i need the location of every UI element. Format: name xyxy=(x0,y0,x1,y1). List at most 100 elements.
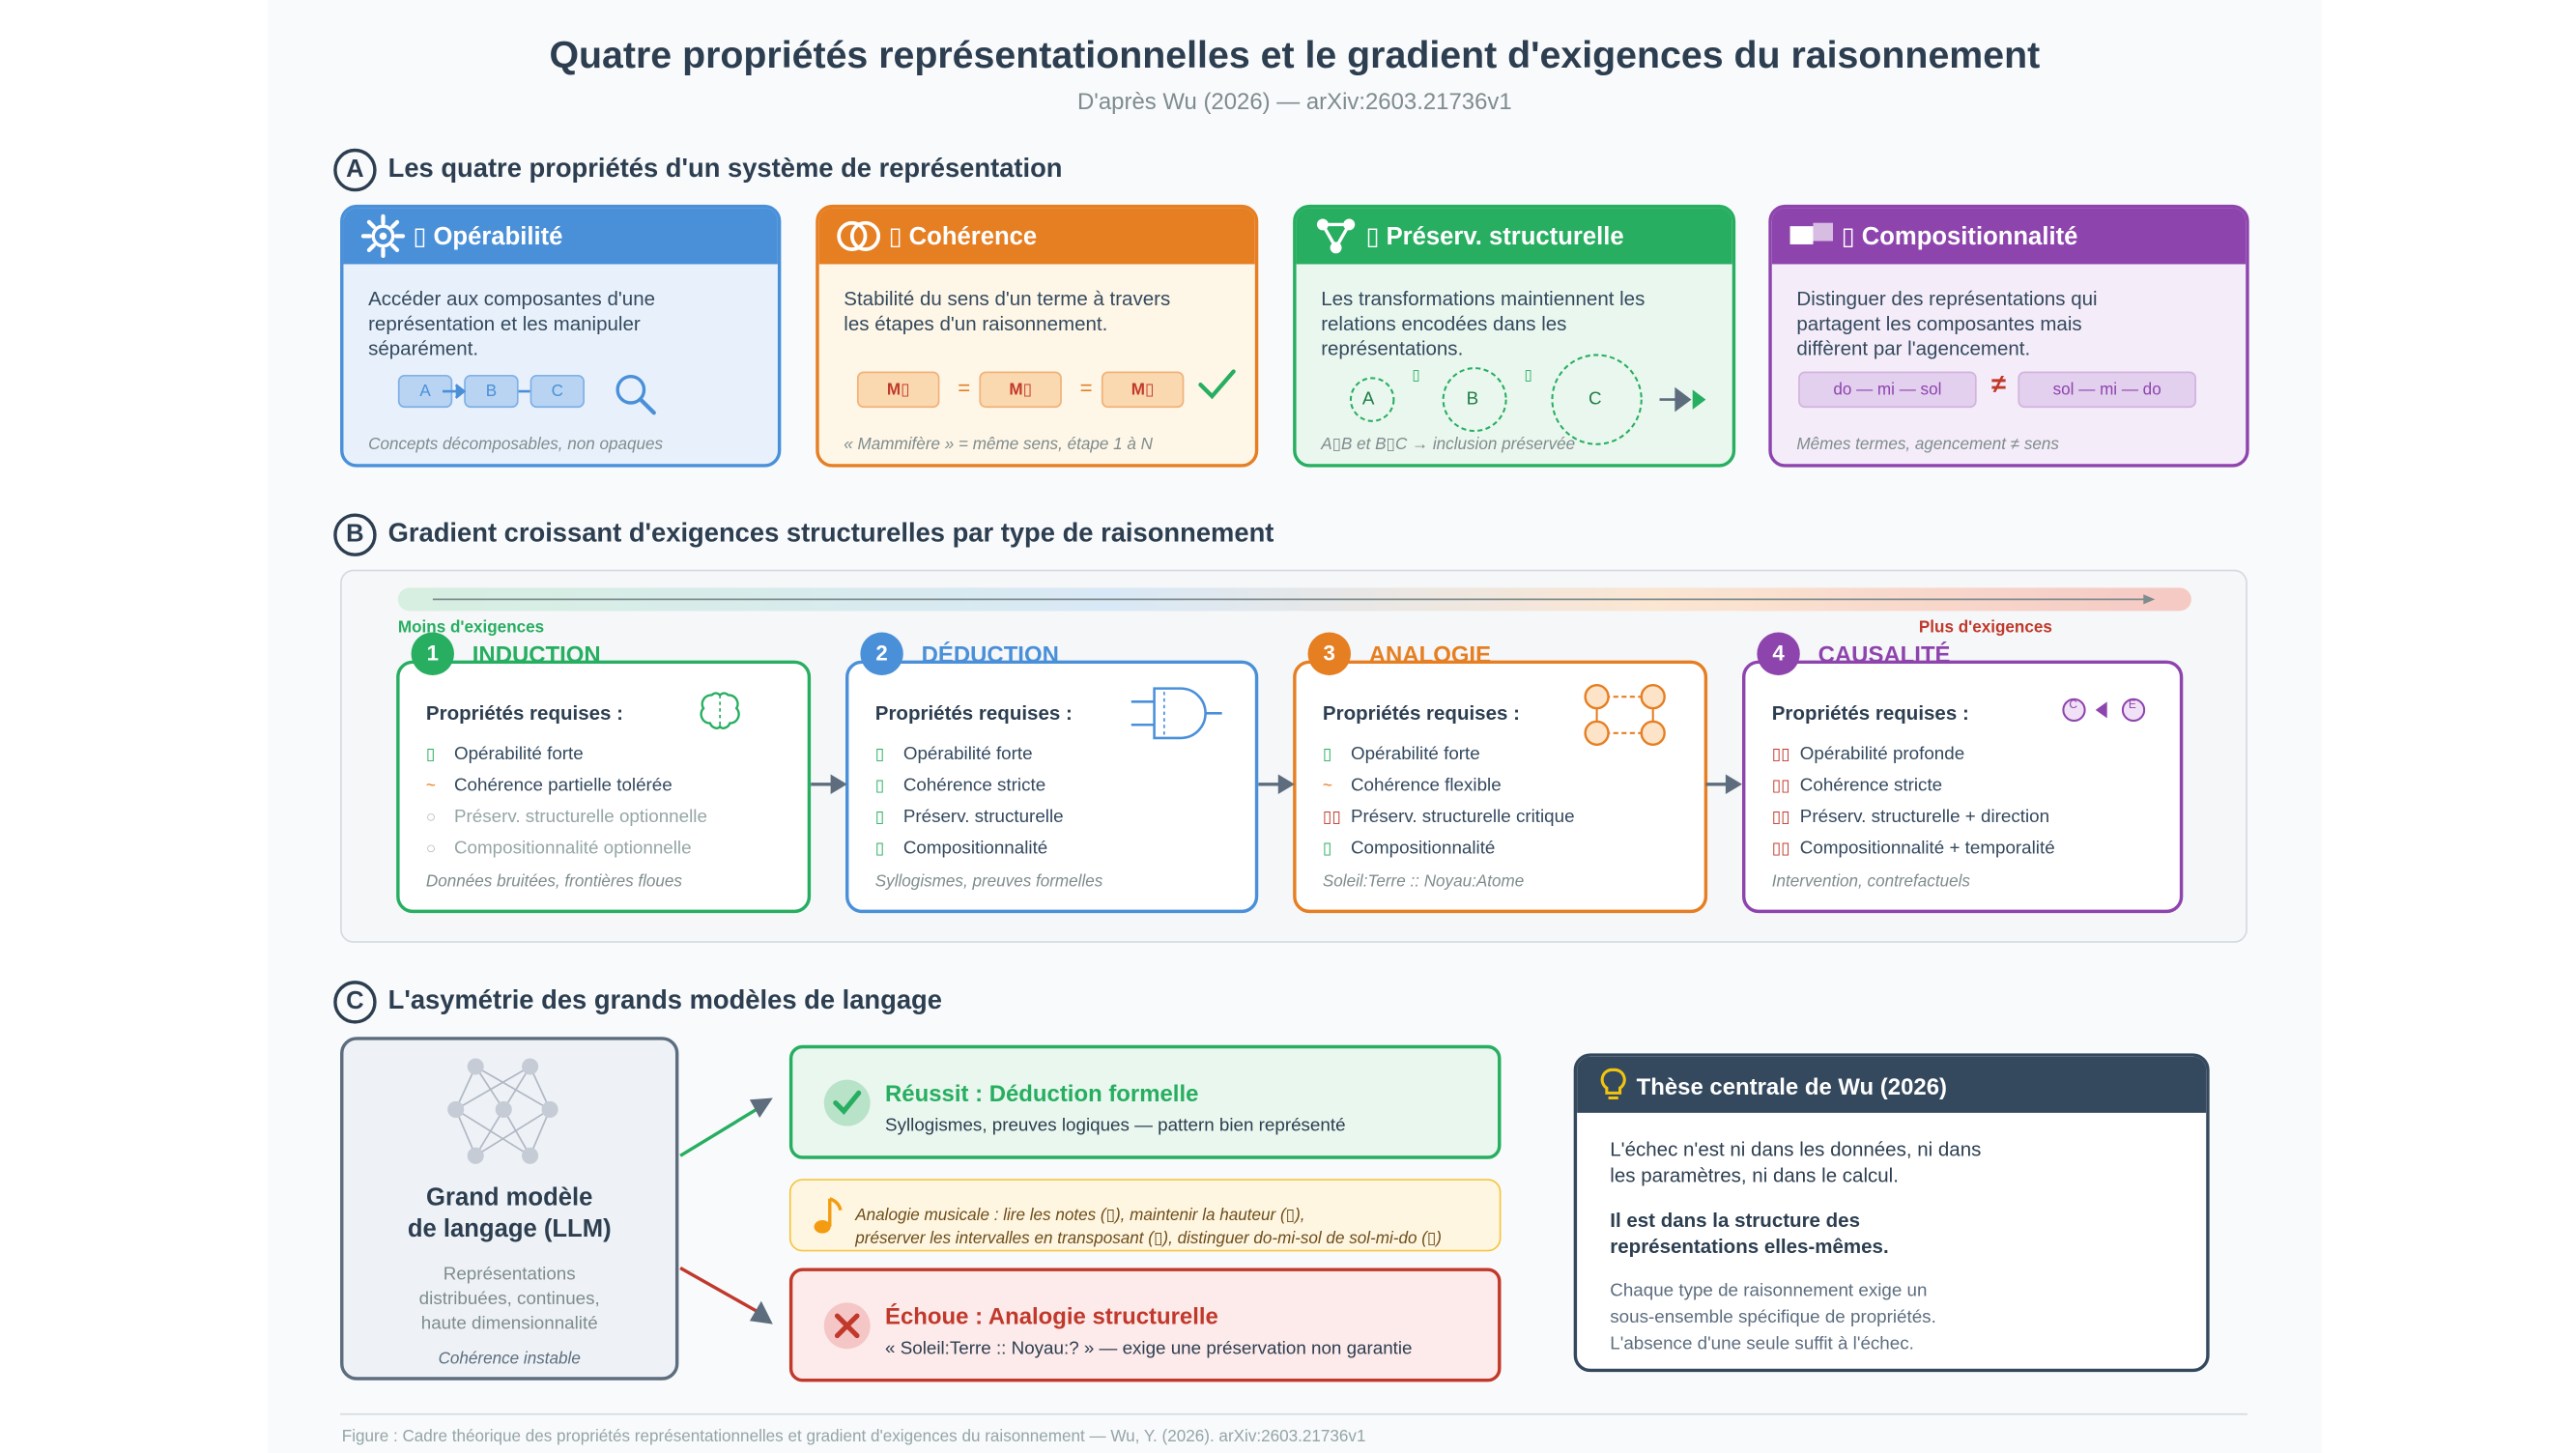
component-chip: B xyxy=(464,374,519,409)
section-a-title: Les quatre propriétés d'un système de re… xyxy=(387,155,1063,184)
property-item: ▯▯ Préserv. structurelle critique xyxy=(1323,803,1575,834)
property-text: Préserv. structurelle critique xyxy=(1350,807,1575,828)
lightbulb-icon xyxy=(1600,1068,1626,1100)
high-demand-label: Plus d'exigences xyxy=(1918,618,2052,638)
neural-network-icon xyxy=(447,1058,558,1164)
required-properties-label: Propriétés requises : xyxy=(874,701,1073,726)
property-list: ▯Opérabilité forte~Cohérence flexible ▯▯ P… xyxy=(1323,740,1575,866)
property-marker: ▯ xyxy=(1322,840,1332,859)
property-marker: ▯ xyxy=(874,777,885,796)
reasoning-example: Syllogismes, preuves formelles xyxy=(874,873,1103,892)
meaning-chip: M▯ xyxy=(1101,371,1185,409)
property-list: ▯Opérabilité forte▯Cohérence stricte▯Pré… xyxy=(875,740,1064,866)
set-label-a: A xyxy=(1361,389,1375,410)
sequence-chip: do — mi — sol xyxy=(1798,371,1977,409)
property-text: Préserv. structurelle + direction xyxy=(1799,807,2050,828)
dash-icon xyxy=(518,389,530,393)
property-text: Opérabilité forte xyxy=(453,744,584,765)
figure-caption: Figure : Cadre théorique des propriétés … xyxy=(341,1428,1366,1447)
property-text: Cohérence partielle tolérée xyxy=(453,776,673,796)
music-analogy-box: Analogie musicale : lire les notes (▯), … xyxy=(788,1179,1502,1252)
card-header: ▯ Opérabilité xyxy=(343,208,778,265)
arrow-icon xyxy=(443,384,467,399)
llm-desc-line: Représentations xyxy=(443,1265,576,1285)
reasoning-step-number: 2 xyxy=(860,632,903,675)
page-subtitle: D'après Wu (2026) — arXiv:2603.21736v1 xyxy=(1077,87,1512,114)
thesis-key-text: Il est dans la structure des xyxy=(1610,1208,1861,1232)
failure-title: Échoue : Analogie structurelle xyxy=(885,1302,1218,1329)
property-marker: ▯ xyxy=(874,809,885,828)
card-footnote: « Mammifère » = même sens, étape 1 à N xyxy=(844,436,1153,454)
llm-title-line: Grand modèle xyxy=(426,1183,593,1212)
section-b-letter: B xyxy=(333,513,377,556)
card-description: Les transformations maintiennent les rel… xyxy=(1321,287,1646,360)
property-item: ○Compositionnalité optionnelle xyxy=(426,834,707,865)
flow-arrow xyxy=(811,774,847,795)
thesis-note: L'absence d'une seule suffit à l'échec. xyxy=(1610,1333,1914,1354)
property-card-operability: ▯ Opérabilité Accéder aux composantes d'… xyxy=(340,204,782,468)
reasoning-type-name: ANALOGIE xyxy=(1368,641,1492,668)
property-marker: ~ xyxy=(425,777,436,796)
property-item: ▯Préserv. structurelle xyxy=(875,803,1064,834)
low-demand-label: Moins d'exigences xyxy=(397,618,545,638)
llm-card: Grand modèle de langage (LLM) Représenta… xyxy=(340,1037,679,1381)
card-description: Accéder aux composantes d'une représenta… xyxy=(368,287,656,360)
equals-sign: = xyxy=(1079,374,1093,400)
equals-sign: = xyxy=(958,374,971,400)
property-marker: ▯▯ xyxy=(1771,746,1790,765)
brain-icon xyxy=(697,690,743,741)
property-item: ○Préserv. structurelle optionnelle xyxy=(426,803,707,834)
reasoning-card-déduction: Propriétés requises :▯Opérabilité forte▯… xyxy=(845,660,1259,914)
property-item: ▯▯ Opérabilité profonde xyxy=(1772,740,2055,771)
success-desc: Syllogismes, preuves logiques — pattern … xyxy=(885,1116,1346,1136)
network-icon xyxy=(1316,218,1356,254)
music-analogy-line: Analogie musicale : lire les notes (▯), … xyxy=(855,1207,1305,1226)
gradient-arrow xyxy=(432,594,2156,605)
property-marker: ▯ xyxy=(425,746,436,765)
property-marker: ▯▯ xyxy=(1322,809,1341,828)
success-title: Réussit : Déduction formelle xyxy=(885,1079,1199,1107)
llm-desc-line: distribuées, continues, xyxy=(418,1289,600,1310)
meaning-chip: M▯ xyxy=(856,371,940,409)
llm-note: Cohérence instable xyxy=(438,1350,581,1369)
card-description: Distinguer des représentations qui parta… xyxy=(1796,287,2098,360)
thesis-key-text: représentations elles-mêmes. xyxy=(1610,1235,1889,1259)
property-item: ▯Opérabilité forte xyxy=(1323,740,1575,771)
section-a-letter: A xyxy=(333,148,377,192)
property-item: ▯▯Compositionnalité + temporalité xyxy=(1772,834,2055,865)
card-header: ▯ Préserv. structurelle xyxy=(1296,208,1732,265)
nested-sets-diagram xyxy=(1349,354,1706,445)
property-item: ~Cohérence flexible xyxy=(1323,771,1575,802)
subset-symbol: ▯ xyxy=(1412,366,1420,384)
meaning-chip: M▯ xyxy=(979,371,1062,409)
reasoning-card-analogie: Propriétés requises :▯Opérabilité forte~… xyxy=(1293,660,1708,914)
card-title: ▯ Opérabilité xyxy=(413,222,563,251)
thesis-header: Thèse centrale de Wu (2026) xyxy=(1577,1056,2207,1113)
property-marker: ~ xyxy=(1322,777,1332,796)
property-marker: ○ xyxy=(425,809,437,828)
property-card-coherence: ▯ Cohérence Stabilité du sens d'un terme… xyxy=(816,204,1259,468)
card-header: ▯ Cohérence xyxy=(818,208,1255,265)
property-item: ▯ Opérabilité forte xyxy=(426,740,707,771)
reasoning-step-number: 4 xyxy=(1757,632,1800,675)
reasoning-example: Données bruitées, frontières floues xyxy=(425,873,682,892)
property-item: ~ Cohérence partielle tolérée xyxy=(426,771,707,802)
footer-divider xyxy=(340,1412,2247,1415)
set-label-b: B xyxy=(1466,389,1479,410)
reasoning-example: Soleil:Terre :: Noyau:Atome xyxy=(1322,873,1525,892)
cross-circle-icon xyxy=(823,1302,871,1350)
property-marker: ▯▯ xyxy=(1771,777,1790,796)
card-description: Stabilité du sens d'un terme à travers l… xyxy=(844,287,1171,335)
check-circle-icon xyxy=(823,1079,871,1126)
property-text: Opérabilité profonde xyxy=(1799,744,1965,765)
property-item: ▯Compositionnalité xyxy=(1323,834,1575,865)
failure-desc: « Soleil:Terre :: Noyau:? » — exige une … xyxy=(885,1338,1413,1359)
reasoning-step-number: 1 xyxy=(411,632,454,675)
property-list: ▯ Opérabilité forte ~ Cohérence partielle t… xyxy=(426,740,707,866)
property-text: Cohérence stricte xyxy=(1799,776,1943,796)
section-c-title: L'asymétrie des grands modèles de langag… xyxy=(387,986,942,1016)
thesis-title: Thèse centrale de Wu (2026) xyxy=(1636,1072,1947,1100)
gear-icon xyxy=(360,214,406,259)
property-text: Cohérence stricte xyxy=(902,776,1046,796)
